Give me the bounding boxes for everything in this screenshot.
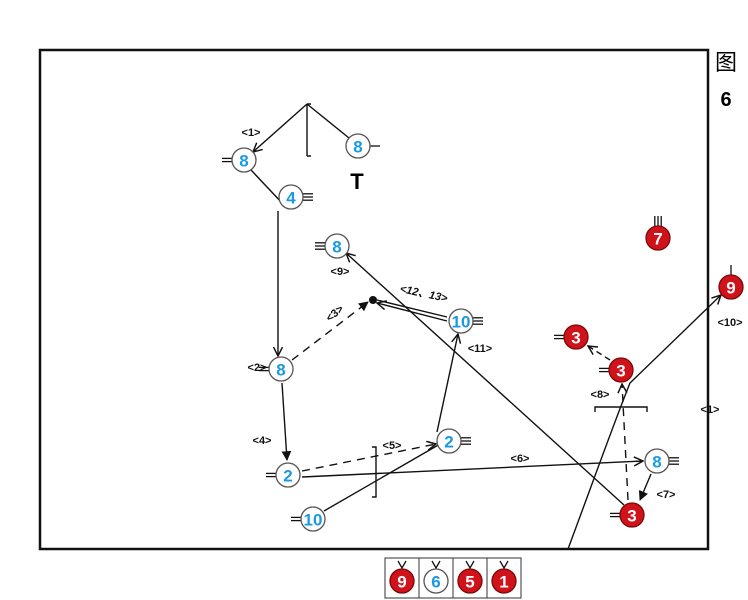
player-number: 7 bbox=[653, 230, 662, 249]
step-label: <11> bbox=[468, 343, 492, 355]
player-number: 8 bbox=[276, 361, 285, 380]
step-labels: <1><2><3><4><5><6><7><8><9><10><11><12、1… bbox=[242, 127, 743, 501]
dashed-line-3 bbox=[588, 346, 611, 361]
step-label: <1> bbox=[701, 404, 720, 416]
player-defense-3[interactable]: 3 bbox=[554, 324, 589, 350]
player-offense-2[interactable]: 2 bbox=[266, 462, 301, 488]
ball-point bbox=[369, 296, 377, 304]
dribble-line-4 bbox=[281, 382, 292, 461]
player-offense-8[interactable]: 8 bbox=[259, 356, 294, 382]
bench: 9 6 5 1 bbox=[384, 557, 522, 599]
cut-line-6 bbox=[301, 461, 643, 478]
player-number: 6 bbox=[431, 573, 440, 592]
player-token bbox=[563, 324, 589, 350]
pass-line-3 bbox=[291, 301, 369, 361]
player-number: 8 bbox=[239, 152, 248, 171]
player-token bbox=[389, 568, 415, 594]
screen-line bbox=[306, 103, 350, 139]
player-offense-8[interactable]: 8 bbox=[345, 133, 380, 159]
player-offense-8[interactable]: 8 bbox=[644, 448, 679, 474]
player-number: 1 bbox=[499, 573, 508, 592]
line-8-to-4 bbox=[250, 169, 284, 205]
court-boundary bbox=[38, 48, 710, 551]
player-offense-4[interactable]: 4 bbox=[278, 184, 313, 210]
step-label: <7> bbox=[657, 489, 676, 501]
player-token bbox=[300, 506, 326, 532]
screen-bracket-5 bbox=[372, 446, 377, 498]
player-token bbox=[231, 147, 257, 173]
screen-mark: T bbox=[350, 169, 364, 194]
player-defense-9[interactable]: 9 bbox=[718, 265, 744, 300]
player-token bbox=[275, 462, 301, 488]
step-label: <6> bbox=[511, 453, 530, 465]
player-offense-2[interactable]: 2 bbox=[436, 428, 471, 454]
player-number: 10 bbox=[452, 313, 471, 332]
player-offense-10[interactable]: 10 bbox=[291, 506, 326, 532]
bench-defense-5[interactable]: 5 bbox=[457, 568, 483, 594]
dashed-line-8 bbox=[622, 384, 629, 501]
player-token bbox=[457, 568, 483, 594]
step-label: <12、13> bbox=[399, 283, 449, 305]
player-token bbox=[324, 233, 350, 259]
player-number: 3 bbox=[571, 329, 580, 348]
player-defense-3[interactable]: 3 bbox=[599, 357, 634, 383]
player-offense-8[interactable]: 8 bbox=[222, 147, 257, 173]
step-label: <5> bbox=[383, 440, 402, 452]
player-number: 8 bbox=[652, 453, 661, 472]
player-token bbox=[448, 308, 474, 334]
player-token bbox=[345, 133, 371, 159]
cut-line-11 bbox=[436, 334, 458, 433]
player-token bbox=[423, 568, 449, 594]
figure-title-char: 图 bbox=[715, 50, 737, 75]
player-token bbox=[491, 568, 517, 594]
player-number: 3 bbox=[616, 362, 625, 381]
player-number: 9 bbox=[397, 573, 406, 592]
player-token bbox=[644, 448, 670, 474]
player-number: 8 bbox=[353, 138, 362, 157]
player-offense-8[interactable]: 8 bbox=[315, 233, 350, 259]
pass-line-5 bbox=[301, 444, 436, 472]
step-label: <10> bbox=[717, 317, 742, 329]
step-label: <8> bbox=[591, 389, 610, 401]
player-token bbox=[718, 274, 744, 300]
screen-post bbox=[306, 103, 311, 157]
player-token bbox=[608, 357, 634, 383]
line-10-to-2 bbox=[323, 443, 441, 512]
player-number: 2 bbox=[444, 433, 453, 452]
player-defense-3[interactable]: 3 bbox=[610, 502, 645, 528]
player-token bbox=[268, 356, 294, 382]
player-offense-10[interactable]: 10 bbox=[448, 308, 483, 334]
player-token bbox=[645, 225, 671, 251]
player-number: 8 bbox=[332, 238, 341, 257]
cut-line-9 bbox=[346, 253, 625, 506]
player-number: 4 bbox=[286, 189, 296, 208]
player-number: 2 bbox=[283, 467, 292, 486]
double-line-12-13 bbox=[377, 300, 448, 322]
movement-lines bbox=[250, 103, 721, 550]
step-label: <9> bbox=[331, 266, 350, 278]
step-label: <1> bbox=[242, 127, 261, 139]
player-token bbox=[436, 428, 462, 454]
step-label: <4> bbox=[253, 435, 272, 447]
bench-offense-6[interactable]: 6 bbox=[423, 568, 449, 594]
bench-defense-1[interactable]: 1 bbox=[491, 568, 517, 594]
player-token bbox=[619, 502, 645, 528]
player-number: 3 bbox=[627, 507, 636, 526]
player-defense-7[interactable]: 7 bbox=[645, 216, 671, 251]
player-number: 9 bbox=[726, 279, 735, 298]
cut-line-1 bbox=[253, 103, 308, 152]
cut-line-10 bbox=[567, 295, 721, 550]
players: 8 8 4 8 10 8 2 2 10 8 7 9 3 3 3 bbox=[222, 133, 744, 532]
cut-line-7 bbox=[638, 473, 652, 501]
player-number: 10 bbox=[304, 511, 323, 530]
figure-title-number: 6 bbox=[720, 89, 731, 111]
player-token bbox=[278, 184, 304, 210]
player-number: 5 bbox=[465, 573, 474, 592]
bench-defense-9[interactable]: 9 bbox=[389, 568, 415, 594]
